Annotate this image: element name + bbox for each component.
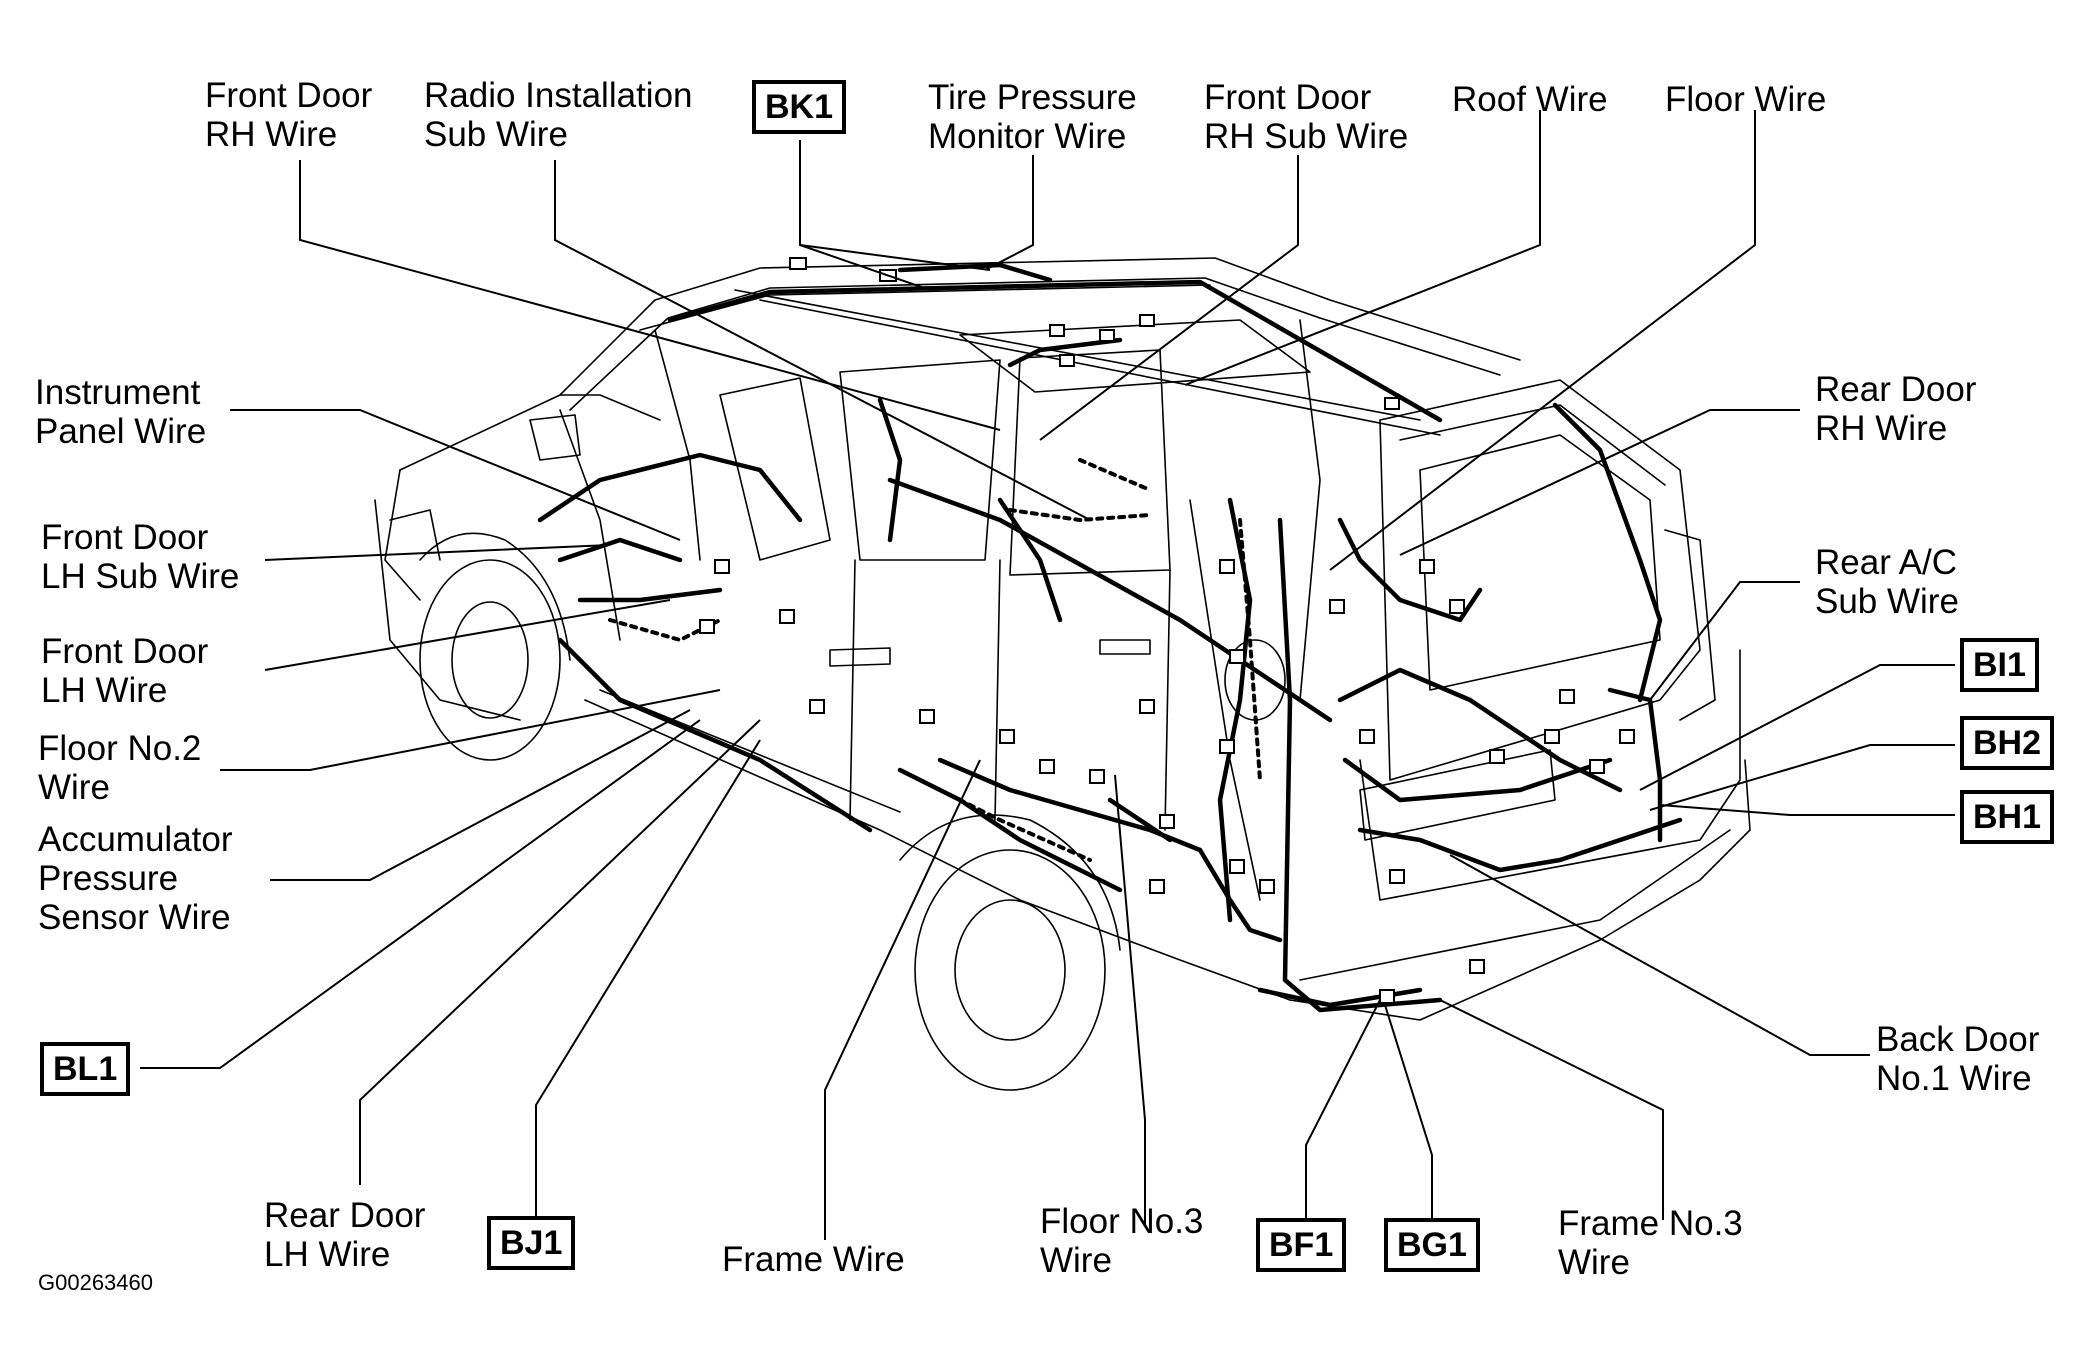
connector-bl1: BL1 bbox=[40, 1042, 131, 1096]
connector-bj1: BJ1 bbox=[487, 1216, 576, 1270]
label-roof-wire: Roof Wire bbox=[1452, 80, 1608, 119]
wire-harness-routes bbox=[537, 262, 1683, 1013]
label-frame-wire: Frame Wire bbox=[722, 1240, 905, 1279]
label-floor-wire: Floor Wire bbox=[1665, 80, 1827, 119]
connector-bg1: BG1 bbox=[1384, 1218, 1480, 1272]
connectors bbox=[699, 257, 1635, 1004]
vehicle-outline bbox=[374, 257, 1751, 1091]
connector-bf1: BF1 bbox=[1256, 1218, 1347, 1272]
connector-bh1: BH1 bbox=[1960, 790, 2055, 844]
connector-bh2: BH2 bbox=[1960, 716, 2055, 770]
connector-bi1: BI1 bbox=[1960, 638, 2039, 692]
leader-lines bbox=[140, 110, 1955, 1240]
connector-bk1: BK1 bbox=[752, 80, 847, 134]
dotted-harness-segments bbox=[608, 458, 1262, 862]
figure-code: G00263460 bbox=[38, 1270, 153, 1295]
